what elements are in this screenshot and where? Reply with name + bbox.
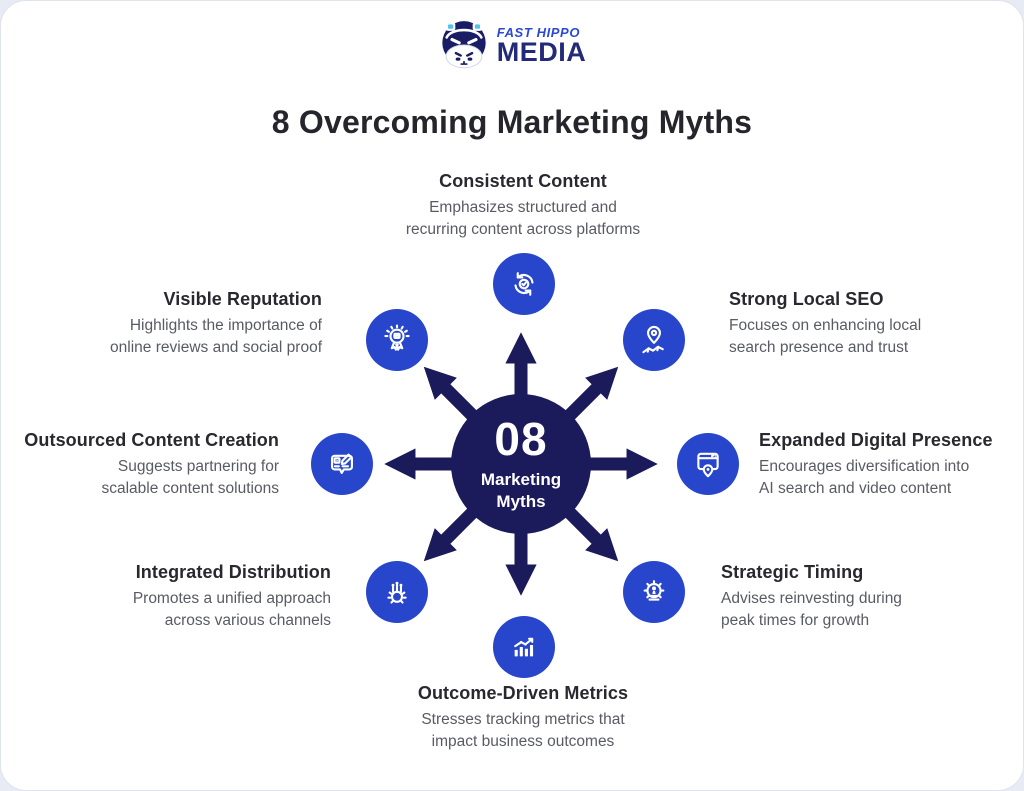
spoke-description-line: peak times for growth (721, 612, 870, 629)
content-creation-icon (311, 433, 373, 495)
spoke-description-line: Advises reinvesting during (721, 590, 902, 607)
spoke-title: Consistent Content (439, 171, 607, 191)
spoke-description-line: Focuses on enhancing local (729, 317, 922, 334)
spoke-description-line: scalable content solutions (101, 480, 279, 497)
spoke-description-line: recurring content across platforms (405, 221, 641, 238)
spoke-description-line: AI search and video content (759, 480, 952, 497)
brand-name: FAST HIPPO MEDIA (497, 25, 587, 66)
spoke-title: Outcome-Driven Metrics (417, 683, 629, 703)
page-title: 8 Overcoming Marketing Myths (271, 104, 753, 140)
gear-chess-icon (623, 561, 685, 623)
browser-pin-icon (677, 433, 739, 495)
brand-name-top: FAST HIPPO (496, 24, 581, 40)
spoke-title: Strategic Timing (721, 562, 864, 582)
spoke-description-line: Highlights the importance of (129, 317, 322, 334)
map-pin-icon (623, 309, 685, 371)
sync-check-icon (493, 253, 555, 315)
spoke-strategic-timing: Strategic Timing Advises reinvesting dur… (721, 562, 971, 632)
hippo-logo-icon (442, 21, 486, 69)
spoke-outcome-driven-metrics: Outcome-Driven Metrics Stresses tracking… (333, 683, 713, 753)
hub-label-line2: Myths (496, 491, 546, 511)
hub-label-line1: Marketing (480, 470, 562, 490)
spoke-description-line: Promotes a unified approach (132, 590, 331, 607)
spoke-description-line: Suggests partnering for (117, 458, 279, 475)
spoke-consistent-content: Consistent Content Emphasizes structured… (333, 171, 713, 241)
brand-name-bottom: MEDIA (496, 36, 587, 67)
spoke-description-line: Stresses tracking metrics that (421, 711, 625, 728)
spoke-outsourced-content-creation: Outsourced Content Creation Suggests par… (1, 430, 279, 500)
hub-number: 08 (494, 413, 548, 466)
award-badge-icon (366, 309, 428, 371)
spoke-strong-local-seo: Strong Local SEO Focuses on enhancing lo… (729, 289, 979, 359)
spoke-description-line: across various channels (164, 612, 331, 629)
spoke-description-line: Emphasizes structured and (429, 199, 617, 216)
hub-circle: 08 Marketing Myths (451, 394, 591, 534)
spoke-visible-reputation: Visible Reputation Highlights the import… (52, 289, 322, 359)
spoke-integrated-distribution: Integrated Distribution Promotes a unifi… (41, 562, 331, 632)
spoke-title: Outsourced Content Creation (24, 430, 279, 450)
brand-logo: FAST HIPPO MEDIA (1, 19, 1023, 71)
spoke-title: Expanded Digital Presence (759, 430, 993, 450)
spoke-title: Integrated Distribution (135, 562, 331, 582)
hub-label: Marketing Myths (481, 469, 561, 512)
spoke-description-line: impact business outcomes (431, 733, 615, 750)
spoke-description-line: search presence and trust (729, 339, 909, 356)
growth-chart-icon (493, 616, 555, 678)
spoke-title: Visible Reputation (163, 289, 322, 309)
spoke-description-line: Encourages diversification into (759, 458, 970, 475)
spoke-title: Strong Local SEO (729, 289, 884, 309)
spoke-description-line: online reviews and social proof (110, 339, 322, 356)
spoke-expanded-digital-presence: Expanded Digital Presence Encourages div… (759, 430, 1014, 500)
gear-network-icon (366, 561, 428, 623)
